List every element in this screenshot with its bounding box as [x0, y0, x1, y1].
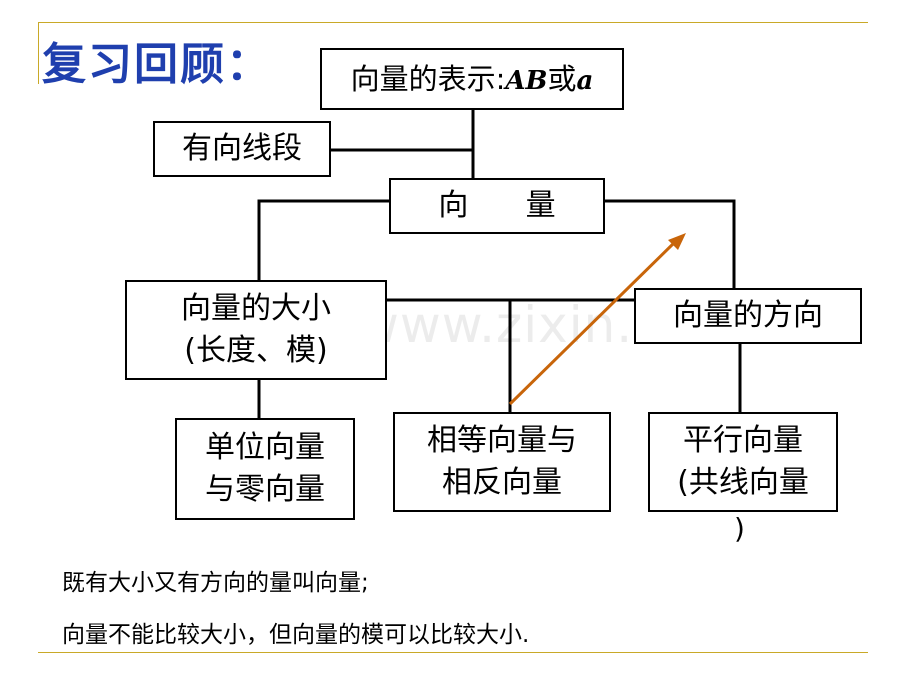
node-parallel: 平行向量 (共线向量	[648, 412, 838, 512]
node-magnitude: 向量的大小 (长度、模)	[125, 280, 387, 380]
node-directed-segment: 有向线段	[153, 121, 331, 177]
equal-opposite-line2: 相反向量	[442, 465, 562, 500]
or-label: 或	[547, 61, 577, 96]
node-direction: 向量的方向	[634, 288, 862, 344]
node-unit-zero: 单位向量 与零向量	[175, 418, 355, 520]
node-vector: 向 量	[389, 178, 605, 234]
note-2: 向量不能比较大小，但向量的模可以比较大小.	[62, 622, 530, 648]
note-1: 既有大小又有方向的量叫向量;	[62, 570, 369, 596]
parallel-line1: 平行向量	[683, 423, 803, 458]
directed-segment-label: 有向线段	[182, 131, 302, 166]
vector-a: a	[576, 65, 594, 96]
direction-label: 向量的方向	[673, 298, 823, 333]
magnitude-line2: (长度、模)	[184, 333, 328, 368]
unit-zero-line2: 与零向量	[205, 472, 325, 507]
unit-zero-line1: 单位向量	[205, 430, 325, 465]
vector-label: 向 量	[438, 188, 556, 223]
page-title: 复习回顾：	[42, 39, 272, 90]
equal-opposite-line1: 相等向量与	[427, 423, 577, 458]
connector-vector-direction	[605, 199, 736, 288]
orange-arrow-head	[668, 233, 686, 250]
vector-ab: AB	[505, 65, 548, 96]
magnitude-line1: 向量的大小	[181, 291, 331, 326]
parallel-line2: (共线向量	[677, 465, 809, 500]
node-representation: 向量的表示:AB或a	[320, 48, 624, 110]
node-equal-opposite: 相等向量与 相反向量	[393, 412, 611, 512]
parallel-line3: )	[734, 512, 745, 545]
connector-vector-magnitude	[257, 199, 389, 280]
left-rule	[38, 22, 39, 84]
orange-arrow-line	[508, 239, 678, 406]
bottom-rule	[38, 652, 868, 653]
top-rule	[38, 22, 868, 23]
representation-label: 向量的表示:	[350, 61, 506, 96]
